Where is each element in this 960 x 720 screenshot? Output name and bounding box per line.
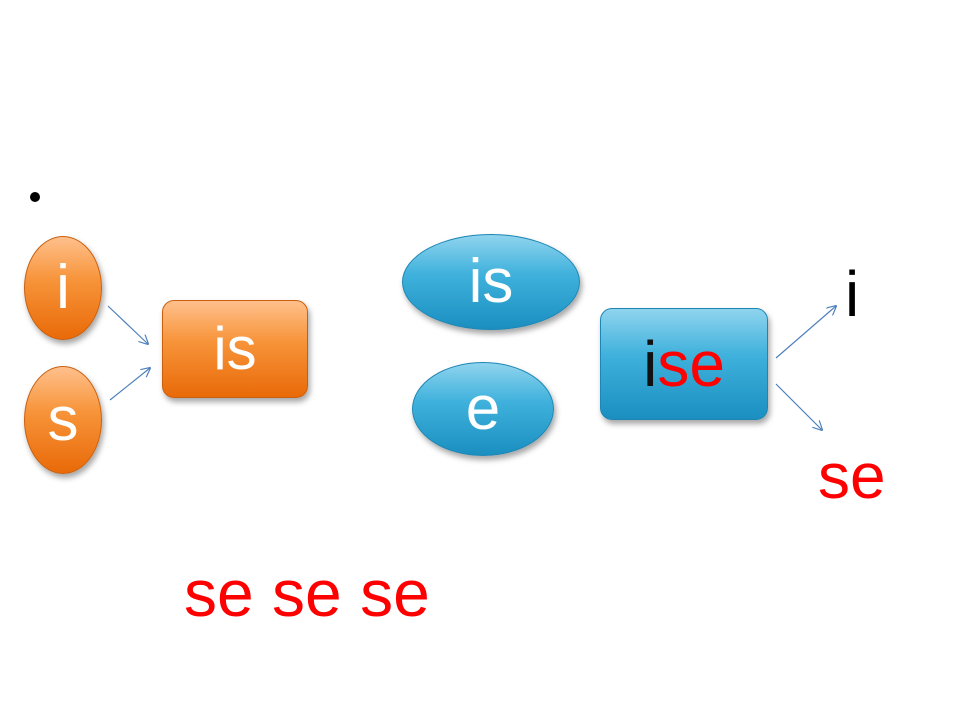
arrow-ise-to-se xyxy=(775,383,822,430)
blue-ellipse-e: e xyxy=(412,362,554,456)
output-i: i xyxy=(845,258,860,330)
orange-circle-i: i xyxy=(24,236,102,340)
arrow-i-to-is xyxy=(107,305,148,344)
letter-s: s xyxy=(47,385,79,454)
blue-e-text: e xyxy=(465,374,501,443)
arrow-s-to-is xyxy=(109,368,150,401)
output-se: se xyxy=(818,440,886,512)
blue-is-text: is xyxy=(468,247,514,316)
combined-is: is xyxy=(213,315,257,382)
orange-box-is: is xyxy=(162,300,308,398)
ise-first-letter: i xyxy=(643,328,658,400)
ise-remaining-letters: se xyxy=(657,328,725,400)
arrow-ise-to-i xyxy=(775,306,836,359)
orange-circle-s: s xyxy=(24,366,102,474)
bullet-point xyxy=(30,192,40,202)
repeated-se-text: se se se xyxy=(184,556,430,630)
blue-ellipse-is: is xyxy=(402,234,580,330)
letter-i: i xyxy=(56,253,70,322)
